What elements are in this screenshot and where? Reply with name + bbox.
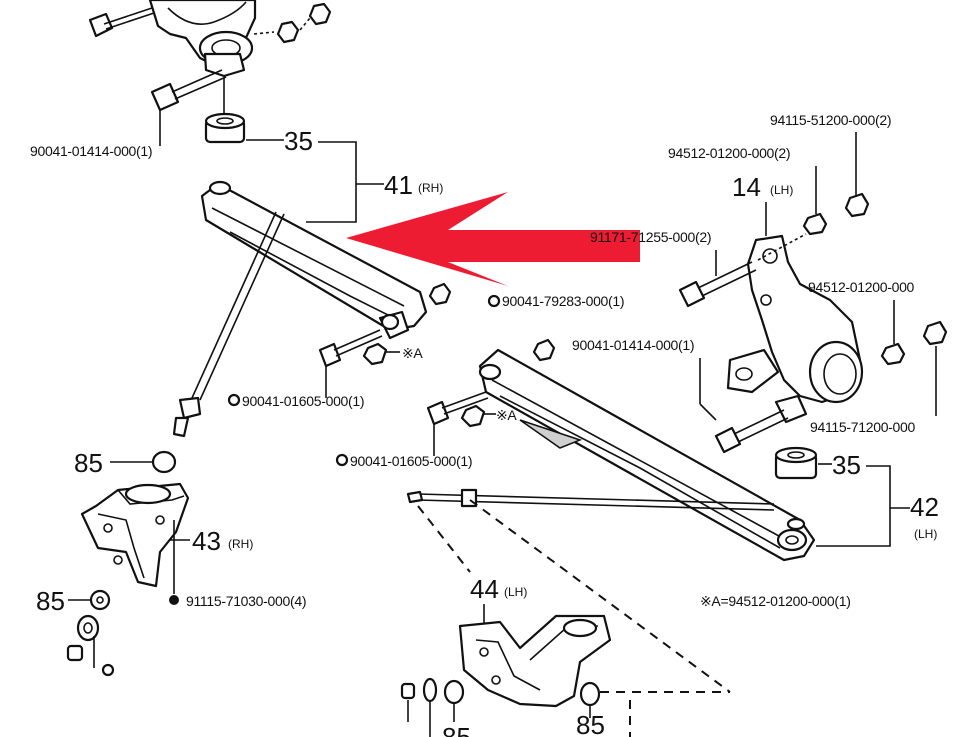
encircled-mark xyxy=(227,393,241,407)
bolt-nut-lower xyxy=(426,391,496,428)
dashed-guide-lines xyxy=(417,499,731,737)
bracket-line-41 xyxy=(306,141,357,223)
bolt-nut-upper xyxy=(318,329,400,368)
washer-nut-top xyxy=(253,2,332,44)
part-side-42: (LH) xyxy=(914,527,937,541)
bolt-knuckle-upper xyxy=(678,233,807,308)
part-number-35-top: 35 xyxy=(284,126,313,156)
part-number-85-bottom-right: 85 xyxy=(576,710,605,737)
part-number-41: 41 xyxy=(384,170,413,200)
part-number-85-upper: 85 xyxy=(74,448,103,478)
part-side-14: (LH) xyxy=(770,183,793,197)
spring-bracket-rh xyxy=(80,482,190,588)
part-number-85-left: 85 xyxy=(36,586,65,616)
bolt-79283 xyxy=(532,338,556,362)
bolt-knuckle-lower xyxy=(714,409,789,454)
part-number-14: 14 xyxy=(732,172,761,202)
bolt-head-mark xyxy=(169,595,179,605)
bushing-85-upper xyxy=(151,450,177,474)
part-label-94512-01200-top: 94512-01200-000(2) xyxy=(668,145,790,161)
part-side-44: (LH) xyxy=(504,585,527,599)
washer-right xyxy=(880,342,906,366)
part-label-91171-71255: 91171-71255-000(2) xyxy=(590,229,711,245)
part-label-94115-51200: 94115-51200-000(2) xyxy=(770,112,891,128)
part-label-90041-01414-left: 90041-01414-000(1) xyxy=(30,143,152,159)
leader-line xyxy=(699,403,717,421)
washer-top-right xyxy=(802,212,828,236)
trailing-arm-lh xyxy=(478,348,816,562)
lateral-rod-rh xyxy=(172,211,285,438)
red-arrow-icon xyxy=(346,192,640,286)
bushing-35-right xyxy=(774,446,818,531)
part-label-94115-71200: 94115-71200-000 xyxy=(810,419,916,435)
part-number-44: 44 xyxy=(470,574,499,604)
encircled-mark xyxy=(335,453,349,467)
mark-a-upper: ※A xyxy=(402,345,423,361)
note-a: ※A=94512-01200-000(1) xyxy=(700,593,851,609)
part-side-41: (RH) xyxy=(418,181,443,195)
spring-bracket-lh xyxy=(458,614,612,708)
encircled-mark xyxy=(487,294,501,308)
long-bolt-upper xyxy=(150,69,227,118)
part-label-90041-79283: 90041-79283-000(1) xyxy=(502,293,624,309)
bushing-35-top xyxy=(204,112,246,144)
mark-a-lower: ※A xyxy=(496,407,517,423)
knuckle-lh xyxy=(726,234,864,424)
part-label-90041-01605-lower: 90041-01605-000(1) xyxy=(350,453,472,469)
upper-shackle-bracket xyxy=(148,0,257,78)
bracket-line-42 xyxy=(816,465,891,547)
part-number-85-bottom-left: 85 xyxy=(442,722,471,737)
part-number-35-right: 35 xyxy=(832,450,861,480)
part-label-91115-71030: 91115-71030-000(4) xyxy=(186,593,306,609)
part-number-43: 43 xyxy=(192,526,221,556)
part-label-90041-01605-upper: 90041-01605-000(1) xyxy=(242,393,364,409)
part-label-94512-01200-right: 94512-01200-000 xyxy=(808,279,915,295)
bushing-85-left xyxy=(66,589,115,677)
part-side-43: (RH) xyxy=(228,537,253,551)
nut-top-right xyxy=(844,192,870,218)
bolt-top-left xyxy=(88,7,155,38)
lateral-rod-lh xyxy=(406,488,775,511)
part-number-42: 42 xyxy=(910,492,939,522)
trailing-arm-rh xyxy=(200,180,452,340)
nut-right xyxy=(922,320,948,346)
part-label-90041-01414-right: 90041-01414-000(1) xyxy=(572,337,694,353)
bushings-85-bottom xyxy=(400,677,601,737)
